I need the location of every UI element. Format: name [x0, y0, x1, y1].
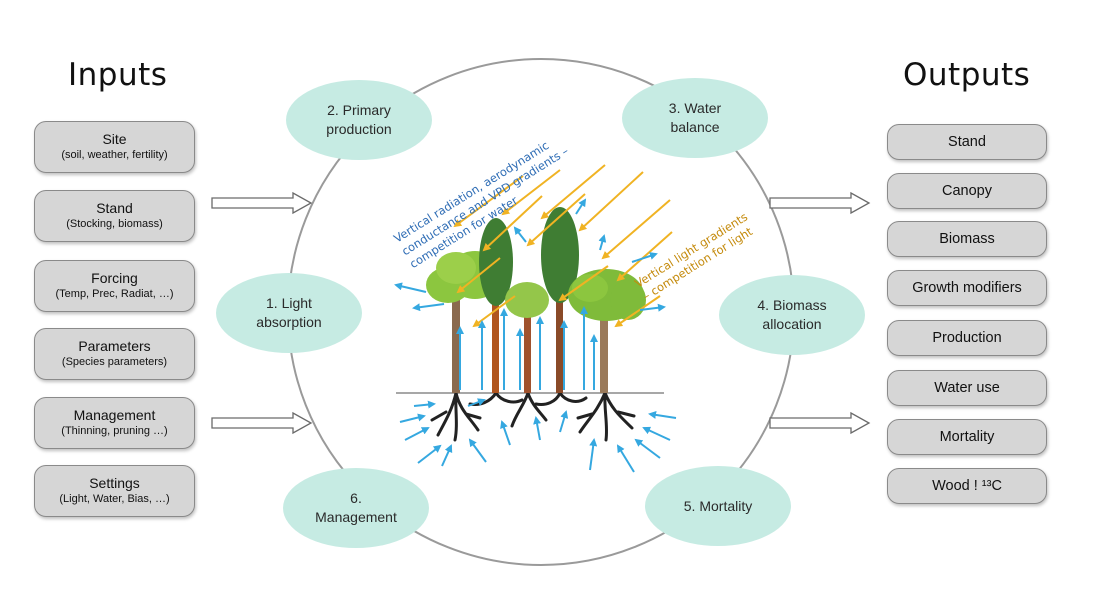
output-mortality: Mortality	[887, 419, 1047, 455]
output-growth-modifiers: Growth modifiers	[887, 270, 1047, 306]
input-site: Site (soil, weather, fertility)	[34, 121, 195, 173]
input-settings: Settings (Light, Water, Bias, …)	[34, 465, 195, 517]
tree-roots	[430, 391, 636, 442]
flow-arrows	[211, 191, 871, 435]
output-biomass: Biomass	[887, 221, 1047, 257]
process-water-balance: 3. Water balance	[622, 78, 768, 158]
process-primary-production-line2: production	[326, 121, 392, 137]
output-arrow-upper	[769, 191, 871, 215]
input-stand-title: Stand	[96, 200, 133, 216]
output-mortality-label: Mortality	[939, 428, 995, 445]
input-site-title: Site	[102, 131, 127, 147]
light-arrows	[453, 164, 673, 328]
output-canopy-label: Canopy	[942, 182, 992, 199]
input-settings-sub: (Light, Water, Bias, …)	[59, 493, 170, 505]
input-parameters-sub: (Species parameters)	[61, 356, 168, 368]
outputs-heading: Outputs	[903, 57, 1031, 93]
forest-trees	[426, 207, 646, 393]
input-parameters-title: Parameters	[78, 338, 151, 354]
process-light-absorption: 1. Light absorption	[216, 273, 362, 353]
process-management-line1: 6.	[350, 490, 362, 506]
output-water-use: Water use	[887, 370, 1047, 406]
input-forcing-sub: (Temp, Prec, Radiat, …)	[55, 288, 174, 300]
input-forcing-title: Forcing	[91, 270, 138, 286]
output-stand: Stand	[887, 124, 1047, 160]
input-arrow-lower	[211, 411, 313, 435]
process-light-absorption-line1: 1. Light	[266, 295, 312, 311]
process-biomass-allocation-line2: allocation	[762, 316, 822, 332]
inputs-heading: Inputs	[68, 57, 168, 93]
process-primary-production: 2. Primary production	[286, 80, 432, 160]
input-arrow-upper	[211, 191, 313, 215]
output-growth-modifiers-label: Growth modifiers	[912, 279, 1022, 296]
output-water-use-label: Water use	[934, 379, 1000, 396]
process-biomass-allocation: 4. Biomass allocation	[719, 275, 865, 355]
output-arrow-lower	[769, 411, 871, 435]
output-biomass-label: Biomass	[939, 230, 995, 247]
process-primary-production-line1: 2. Primary	[327, 102, 391, 118]
input-stand-sub: (Stocking, biomass)	[66, 218, 163, 230]
process-management: 6. Management	[283, 468, 429, 548]
process-light-absorption-line2: absorption	[256, 314, 322, 330]
process-water-balance-line1: 3. Water	[668, 100, 722, 116]
input-management: Management (Thinning, pruning …)	[34, 397, 195, 449]
output-wood-isotope: Wood ! ¹³C	[887, 468, 1047, 504]
process-biomass-allocation-line1: 4. Biomass	[757, 297, 827, 313]
water-arrows	[394, 198, 677, 473]
input-settings-title: Settings	[89, 475, 140, 491]
process-water-balance-line2: balance	[670, 119, 720, 135]
process-mortality: 5. Mortality	[645, 466, 791, 546]
output-canopy: Canopy	[887, 173, 1047, 209]
tree-right-conifer	[541, 207, 579, 393]
output-stand-label: Stand	[948, 133, 986, 150]
input-management-title: Management	[73, 407, 156, 423]
input-forcing: Forcing (Temp, Prec, Radiat, …)	[34, 260, 195, 312]
input-site-sub: (soil, weather, fertility)	[61, 149, 168, 161]
process-mortality-line1: 5. Mortality	[683, 497, 753, 514]
output-production-label: Production	[932, 329, 1002, 346]
output-wood-isotope-label: Wood ! ¹³C	[932, 477, 1002, 494]
tree-middle-broadleaf	[505, 282, 549, 393]
input-parameters: Parameters (Species parameters)	[34, 328, 195, 380]
process-management-line2: Management	[315, 509, 397, 525]
output-production: Production	[887, 320, 1047, 356]
tree-right-broadleaf	[568, 269, 646, 393]
input-management-sub: (Thinning, pruning …)	[61, 425, 168, 437]
input-stand: Stand (Stocking, biomass)	[34, 190, 195, 242]
